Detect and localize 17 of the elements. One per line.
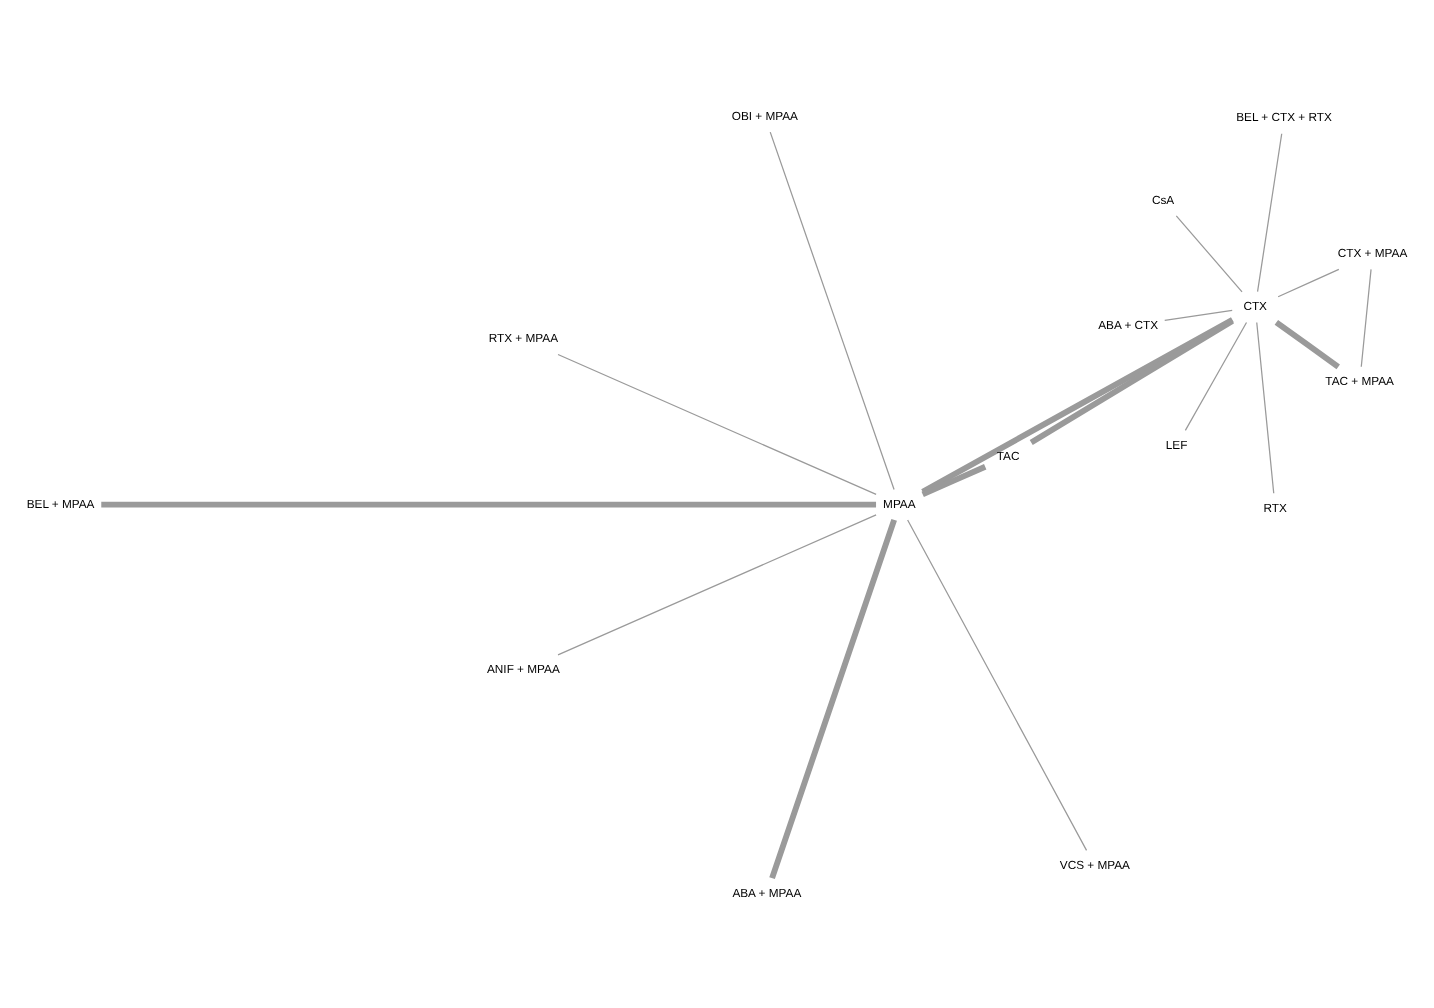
- connector: [921, 316, 1234, 494]
- connector: [1256, 132, 1283, 292]
- connector: [557, 352, 877, 495]
- connector: [769, 130, 895, 490]
- connector: [1360, 267, 1372, 367]
- connector: [1029, 317, 1234, 445]
- connector: [921, 462, 987, 497]
- connector: [1175, 214, 1243, 292]
- connector: [769, 517, 897, 879]
- connector: [1256, 320, 1275, 493]
- connector: [1164, 308, 1233, 320]
- connector: [557, 513, 877, 655]
- connector: [1274, 318, 1340, 369]
- connector: [1184, 320, 1248, 431]
- connector: [101, 500, 877, 507]
- connector: [1277, 267, 1340, 297]
- connector: [907, 518, 1088, 850]
